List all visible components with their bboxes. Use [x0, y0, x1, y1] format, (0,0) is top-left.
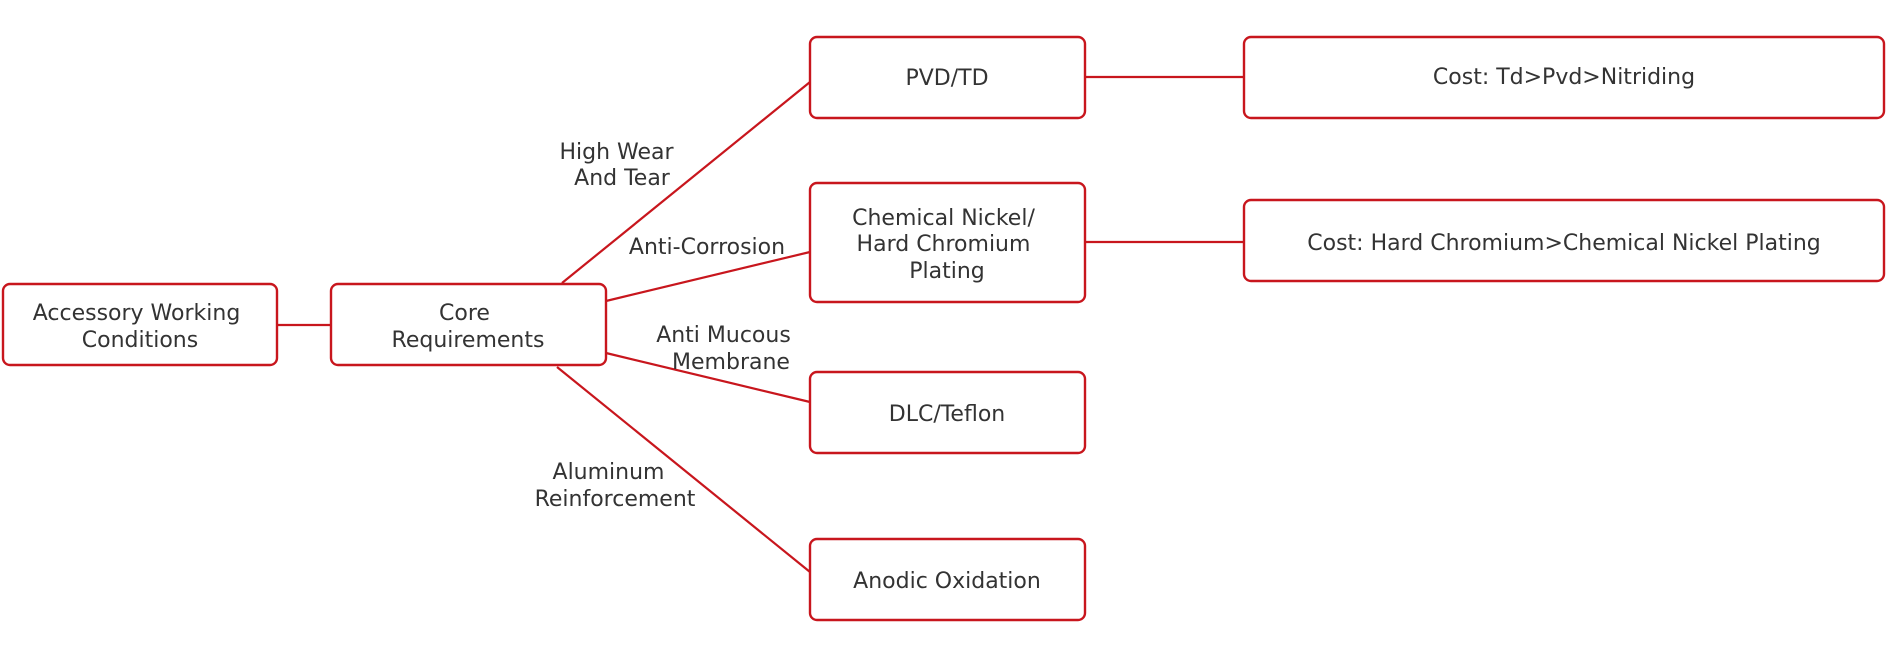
edge-label-corrosion: Anti-Corrosion: [629, 235, 785, 260]
edge-label-aluminum: Aluminum Reinforcement: [535, 460, 696, 512]
edge-label-mucous: Anti Mucous Membrane: [656, 323, 798, 375]
node-chemical-nickel-hard-chromium-plating: Chemical Nickel/ Hard Chromium Plating: [808, 181, 1087, 304]
node-box: [808, 370, 1087, 455]
node-label: Core Requirements: [392, 301, 545, 353]
node-box: [808, 35, 1087, 120]
node-box: [808, 181, 1087, 304]
edge-core-dlc: [605, 351, 811, 404]
edge-labels: High Wear And Tear Anti-Corrosion Anti M…: [535, 140, 798, 512]
node-box: [1242, 35, 1886, 120]
connectors: [277, 75, 1244, 573]
edge-core-chemical: [605, 250, 811, 303]
node-cost-td-pvd-nitriding: Cost: Td>Pvd>Nitriding: [1242, 35, 1886, 120]
edge-core-anodic: [556, 366, 811, 573]
node-accessory-working-conditions: Accessory Working Conditions: [1, 282, 279, 367]
node-label: Cost: Td>Pvd>Nitriding: [1433, 65, 1695, 90]
edge-label-wear: High Wear And Tear: [559, 140, 680, 191]
node-pvd-td: PVD/TD: [808, 35, 1087, 120]
node-label: Accessory Working Conditions: [33, 301, 248, 353]
node-box: [329, 282, 608, 367]
node-box: [1, 282, 279, 367]
node-label: Cost: Hard Chromium>Chemical Nickel Plat…: [1307, 231, 1820, 256]
node-dlc-teflon: DLC/Teflon: [808, 370, 1087, 455]
node-box: [1242, 198, 1886, 283]
node-label: DLC/Teflon: [889, 402, 1005, 427]
edge-core-pvd: [561, 81, 811, 284]
node-core-requirements: Core Requirements: [329, 282, 608, 367]
node-anodic-oxidation: Anodic Oxidation: [808, 537, 1087, 622]
node-box: [808, 537, 1087, 622]
node-cost-hard-chromium-chemical-nickel: Cost: Hard Chromium>Chemical Nickel Plat…: [1242, 198, 1886, 283]
node-label: PVD/TD: [905, 66, 988, 91]
node-label: Anodic Oxidation: [853, 569, 1041, 594]
node-label: Chemical Nickel/ Hard Chromium Plating: [852, 206, 1042, 284]
